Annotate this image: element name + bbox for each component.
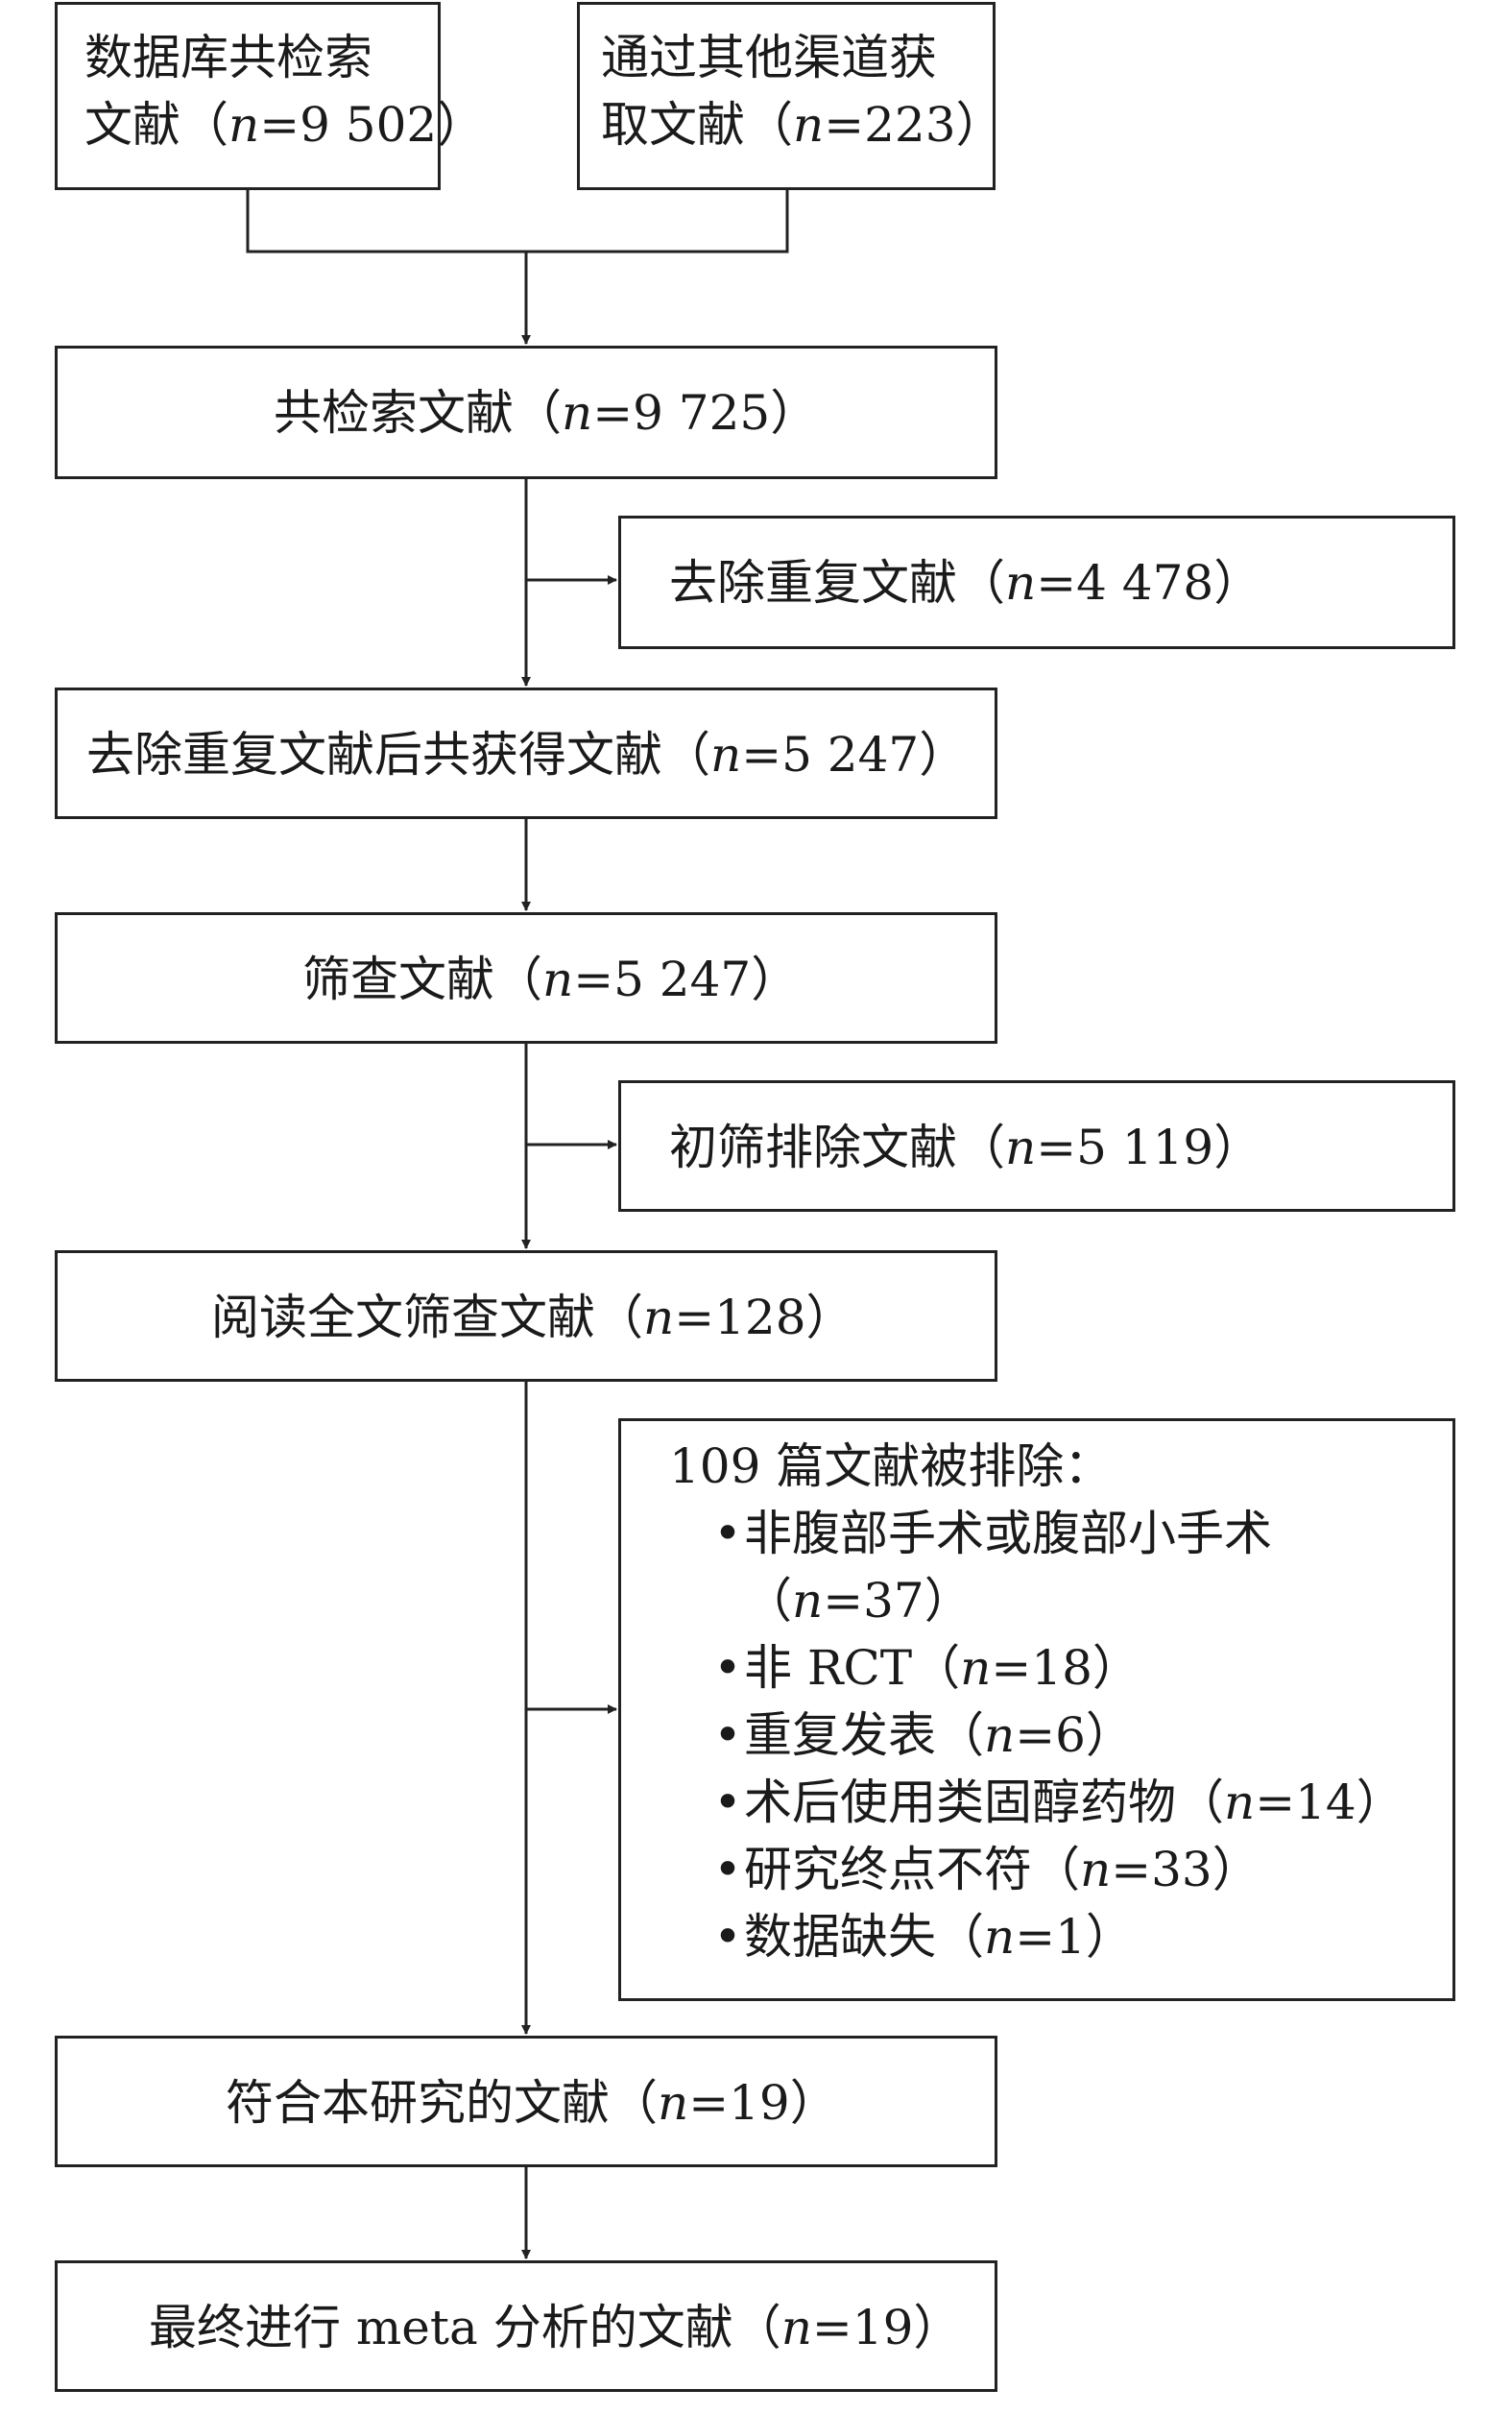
exclusion-reason-count: （n=37）: [744, 1573, 972, 1629]
initial-excluded-label: 初筛排除文献（n=5 119）: [669, 1120, 1262, 1175]
exclusion-reason: •研究终点不符（n=33）: [713, 1842, 1260, 1897]
fulltext-screened-label: 阅读全文筛查文献（n=128）: [211, 1290, 854, 1345]
eligible-label: 符合本研究的文献（n=19）: [226, 2075, 838, 2131]
exclusion-reason: •数据缺失（n=1）: [713, 1909, 1134, 1965]
exclusion-reason: •术后使用类固醇药物（n=14）: [713, 1774, 1404, 1830]
db-search-line1: 数据库共检索: [84, 30, 372, 85]
other-sources-line2: 取文献（n=223）: [601, 97, 1004, 153]
exclusion-reason: •重复发表（n=6）: [713, 1707, 1134, 1763]
excluded-fulltext-box: 109 篇文献被排除： •非腹部手术或腹部小手术 （n=37） •非 RCT（n…: [618, 1418, 1455, 2001]
final-meta-box: 最终进行 meta 分析的文献（n=19）: [55, 2260, 997, 2392]
merge-connector: [246, 189, 789, 253]
excluded-fulltext-title: 109 篇文献被排除：: [669, 1438, 1113, 1494]
screened-label: 筛查文献（n=5 247）: [302, 952, 800, 1007]
duplicates-removed-label: 去除重复文献（n=4 478）: [669, 555, 1262, 611]
initial-excluded-box: 初筛排除文献（n=5 119）: [618, 1080, 1455, 1212]
duplicates-removed-box: 去除重复文献（n=4 478）: [618, 516, 1455, 649]
fulltext-screened-box: 阅读全文筛查文献（n=128）: [55, 1250, 997, 1382]
final-meta-label: 最终进行 meta 分析的文献（n=19）: [149, 2300, 962, 2355]
eligible-box: 符合本研究的文献（n=19）: [55, 2036, 997, 2167]
after-dedup-label: 去除重复文献后共获得文献（n=5 247）: [86, 727, 968, 783]
screened-box: 筛查文献（n=5 247）: [55, 912, 997, 1044]
total-retrieved-box: 共检索文献（n=9 725）: [55, 346, 997, 479]
other-sources-line1: 通过其他渠道获: [601, 30, 937, 85]
other-sources-box: 通过其他渠道获 取文献（n=223）: [577, 2, 1004, 190]
after-dedup-box: 去除重复文献后共获得文献（n=5 247）: [55, 688, 997, 819]
db-search-box: 数据库共检索 文献（n=9 502）: [55, 2, 485, 190]
total-retrieved-label: 共检索文献（n=9 725）: [274, 385, 819, 441]
exclusion-reason: •非 RCT（n=18）: [713, 1640, 1140, 1696]
db-search-line2: 文献（n=9 502）: [84, 97, 486, 153]
exclusion-reason: •非腹部手术或腹部小手术: [713, 1506, 1272, 1561]
